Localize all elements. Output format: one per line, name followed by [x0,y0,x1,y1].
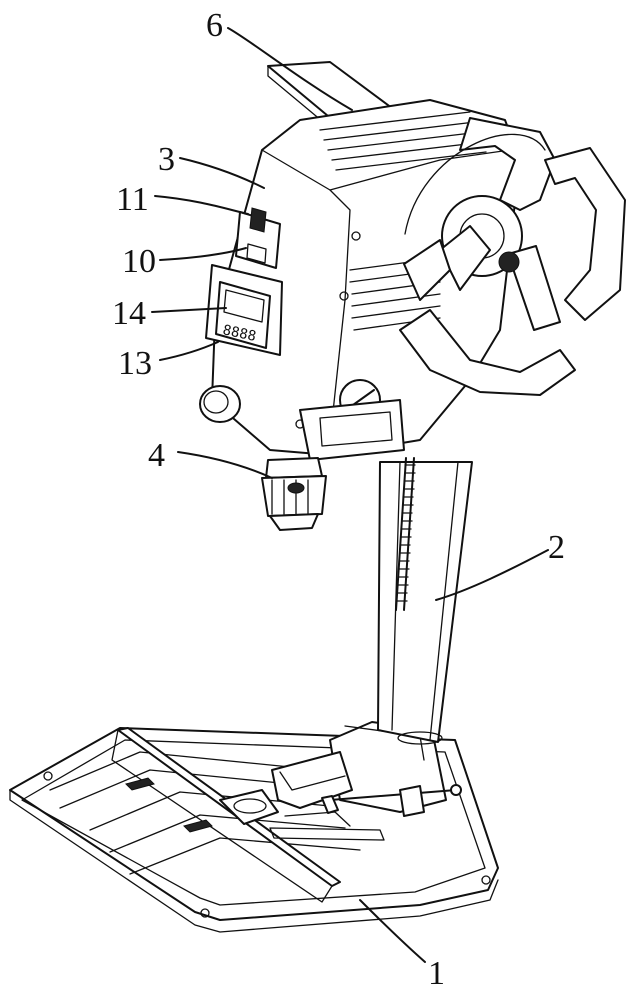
label-13: 13 [118,345,152,382]
label-2: 2 [548,529,565,566]
label-6: 6 [206,7,223,44]
chuck [262,458,326,530]
label-3: 3 [158,141,175,178]
column [378,458,472,744]
leader-11 [155,196,248,214]
label-4: 4 [148,437,165,474]
label-1: 1 [428,955,445,992]
leader-1 [360,900,425,962]
leader-4 [178,452,272,478]
label-14: 14 [112,295,146,332]
label-11: 11 [116,181,149,218]
leader-13 [160,342,218,360]
label-10: 10 [122,243,156,280]
leader-3 [180,158,264,188]
